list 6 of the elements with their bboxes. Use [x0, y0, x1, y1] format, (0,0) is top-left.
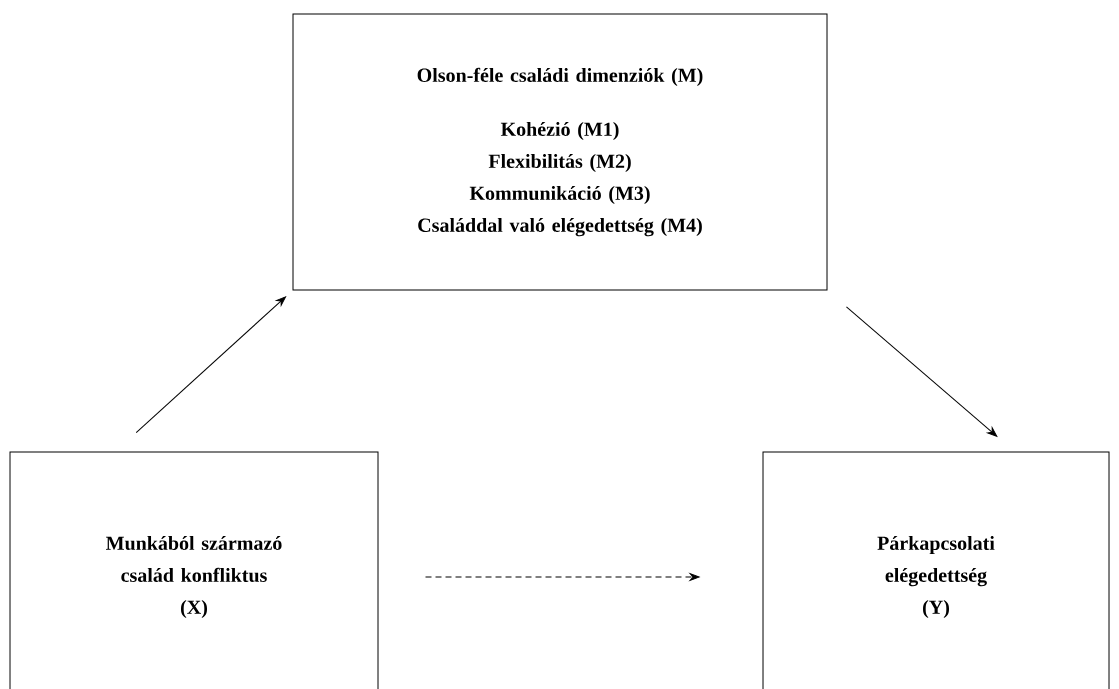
arrow [425, 573, 700, 581]
box: Olson-féle családi dimenziók (M) Kohézió (M1) Flexibilitás (M2) Kommunikáció (M3) Családdal való elégedettség (M4) [292, 13, 828, 291]
box: Munkából származó család konfliktus (X) [9, 451, 379, 689]
arrow [845, 306, 998, 437]
box: Párkapcsolati elégedettség (Y) [762, 451, 1110, 689]
arrow [135, 296, 287, 434]
